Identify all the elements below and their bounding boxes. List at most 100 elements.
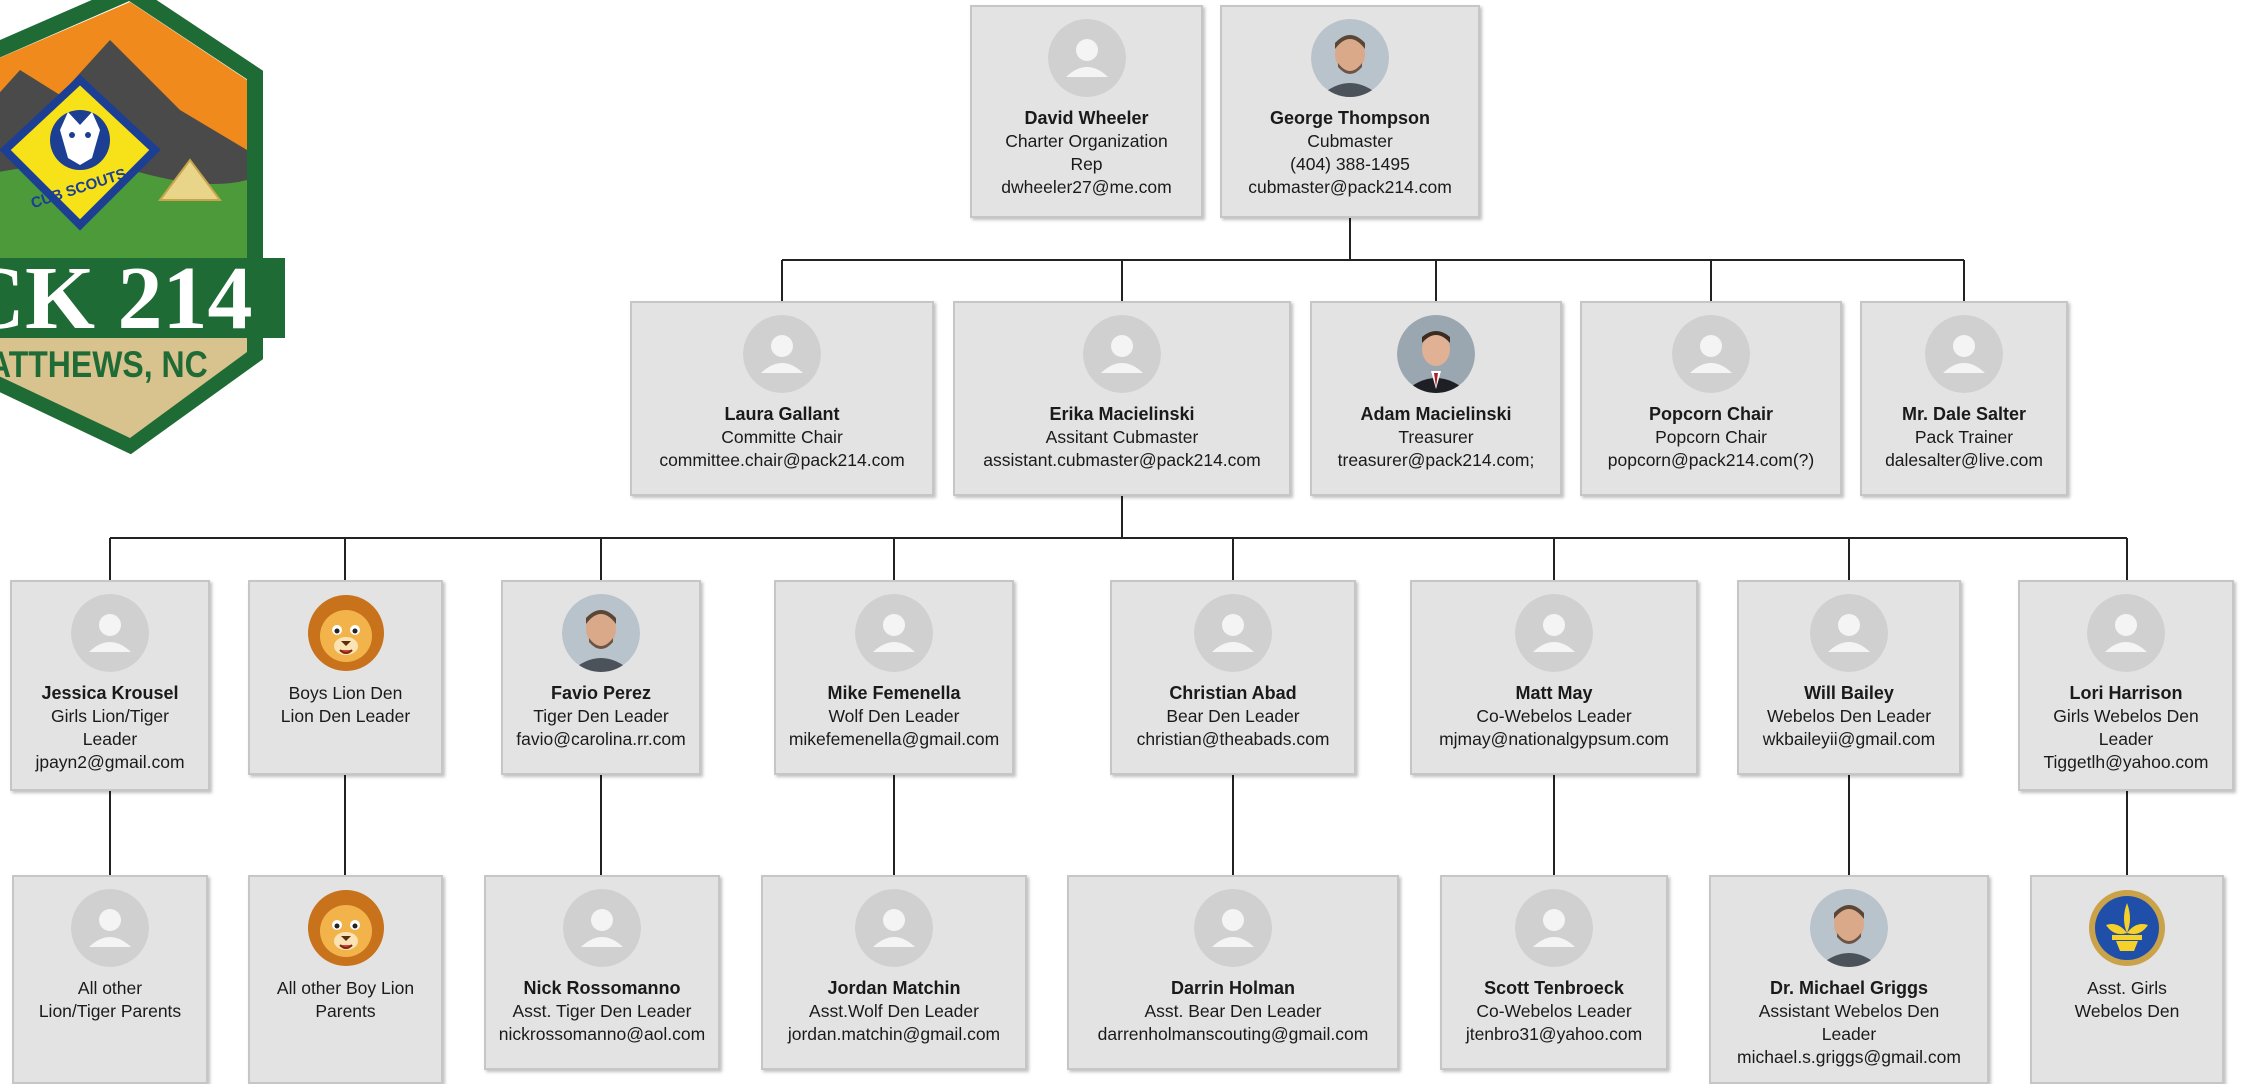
role-text: (404) 388-1495 bbox=[1290, 154, 1410, 174]
role-text: Pack Trainer bbox=[1914, 427, 2014, 447]
person-name: Nick Rossomanno bbox=[523, 978, 681, 998]
role-text: Assistant Webelos Den bbox=[1758, 1001, 1940, 1021]
email-text: michael.s.griggs@gmail.com bbox=[1737, 1047, 1961, 1067]
logo-pack-number: CK 214 bbox=[0, 249, 253, 348]
person-name: Mr. Dale Salter bbox=[1901, 404, 2027, 424]
email-text: christian@theabads.com bbox=[1136, 729, 1330, 749]
person-name: Darrin Holman bbox=[1170, 978, 1296, 998]
email-text: jordan.matchin@gmail.com bbox=[787, 1024, 1001, 1044]
person-placeholder-icon bbox=[855, 889, 933, 967]
email-text: dalesalter@live.com bbox=[1885, 450, 2043, 470]
profile-photo bbox=[1397, 315, 1475, 393]
role-text: Cubmaster bbox=[1307, 131, 1393, 151]
role-text: Asst. Girls bbox=[2087, 978, 2167, 998]
role-text: Lion Den Leader bbox=[280, 706, 411, 726]
person-placeholder-icon bbox=[1515, 889, 1593, 967]
role-text: All other Boy Lion bbox=[276, 978, 415, 998]
role-text: Asst. Bear Den Leader bbox=[1144, 1001, 1322, 1021]
email-text: jtenbro31@yahoo.com bbox=[1465, 1024, 1643, 1044]
role-text: All other bbox=[77, 978, 143, 998]
person-name: Jordan Matchin bbox=[827, 978, 961, 998]
email-text: mjmay@nationalgypsum.com bbox=[1439, 729, 1669, 749]
person-name: Scott Tenbroeck bbox=[1484, 978, 1624, 998]
webelos-badge-icon bbox=[2088, 889, 2166, 967]
person-placeholder-icon bbox=[71, 594, 149, 672]
role-text: Girls Webelos Den bbox=[2053, 706, 2199, 726]
logo-location: ATTHEWS, NC bbox=[0, 345, 208, 386]
person-placeholder-icon bbox=[1194, 594, 1272, 672]
email-text: mikefemenella@gmail.com bbox=[788, 729, 1000, 749]
email-text: treasurer@pack214.com; bbox=[1337, 450, 1535, 470]
person-name: Mike Femenella bbox=[827, 683, 961, 703]
lion-mascot-icon bbox=[307, 889, 385, 967]
profile-photo bbox=[562, 594, 640, 672]
role-text: Bear Den Leader bbox=[1166, 706, 1300, 726]
person-name: Dr. Michael Griggs bbox=[1769, 978, 1929, 998]
role-text: Wolf Den Leader bbox=[828, 706, 960, 726]
role-text: Committe Chair bbox=[721, 427, 843, 447]
email-text: Tiggetlh@yahoo.com bbox=[2043, 752, 2209, 772]
person-placeholder-icon bbox=[1083, 315, 1161, 393]
person-placeholder-icon bbox=[1194, 889, 1272, 967]
person-placeholder-icon bbox=[1515, 594, 1593, 672]
email-text: jpayn2@gmail.com bbox=[35, 752, 185, 772]
person-name: Erika Macielinski bbox=[1049, 404, 1195, 424]
person-name: Popcorn Chair bbox=[1648, 404, 1773, 424]
email-text: popcorn@pack214.com(?) bbox=[1607, 450, 1815, 470]
email-text: cubmaster@pack214.com bbox=[1248, 177, 1452, 197]
role-text: Asst. Tiger Den Leader bbox=[512, 1001, 692, 1021]
person-name: Will Bailey bbox=[1804, 683, 1894, 703]
role-text: Webelos Den bbox=[2074, 1001, 2180, 1021]
person-placeholder-icon bbox=[2087, 594, 2165, 672]
email-text: darrenholmanscouting@gmail.com bbox=[1097, 1024, 1369, 1044]
role-text: Parents bbox=[315, 1001, 376, 1021]
person-name: Jessica Krousel bbox=[41, 683, 179, 703]
role-text: Co-Webelos Leader bbox=[1476, 706, 1632, 726]
person-name: Adam Macielinski bbox=[1360, 404, 1512, 424]
person-placeholder-icon bbox=[855, 594, 933, 672]
role-text: Asst.Wolf Den Leader bbox=[809, 1001, 979, 1021]
person-name: Christian Abad bbox=[1169, 683, 1297, 703]
role-text: Tiger Den Leader bbox=[533, 706, 669, 726]
role-text: Lion/Tiger Parents bbox=[38, 1001, 182, 1021]
person-placeholder-icon bbox=[71, 889, 149, 967]
role-text: Treasurer bbox=[1398, 427, 1474, 447]
role-text: Co-Webelos Leader bbox=[1476, 1001, 1632, 1021]
person-placeholder-icon bbox=[563, 889, 641, 967]
email-text: favio@carolina.rr.com bbox=[516, 729, 686, 749]
pack-214-logo: CUB SCOUTS CK 214 ATTHEWS, NC bbox=[0, 0, 285, 455]
role-text: Leader bbox=[1821, 1024, 1877, 1044]
email-text: assistant.cubmaster@pack214.com bbox=[983, 450, 1261, 470]
person-name: Favio Perez bbox=[550, 683, 652, 703]
role-text: Popcorn Chair bbox=[1655, 427, 1767, 447]
person-placeholder-icon bbox=[1047, 19, 1126, 97]
role-text: Leader bbox=[82, 729, 138, 749]
lion-mascot-icon bbox=[307, 594, 385, 672]
email-text: committee.chair@pack214.com bbox=[659, 450, 905, 470]
person-name: Matt May bbox=[1515, 683, 1593, 703]
person-name: Lori Harrison bbox=[2069, 683, 2183, 703]
person-placeholder-icon bbox=[1925, 315, 2003, 393]
person-name: David Wheeler bbox=[1024, 108, 1149, 128]
profile-photo bbox=[1311, 19, 1389, 97]
